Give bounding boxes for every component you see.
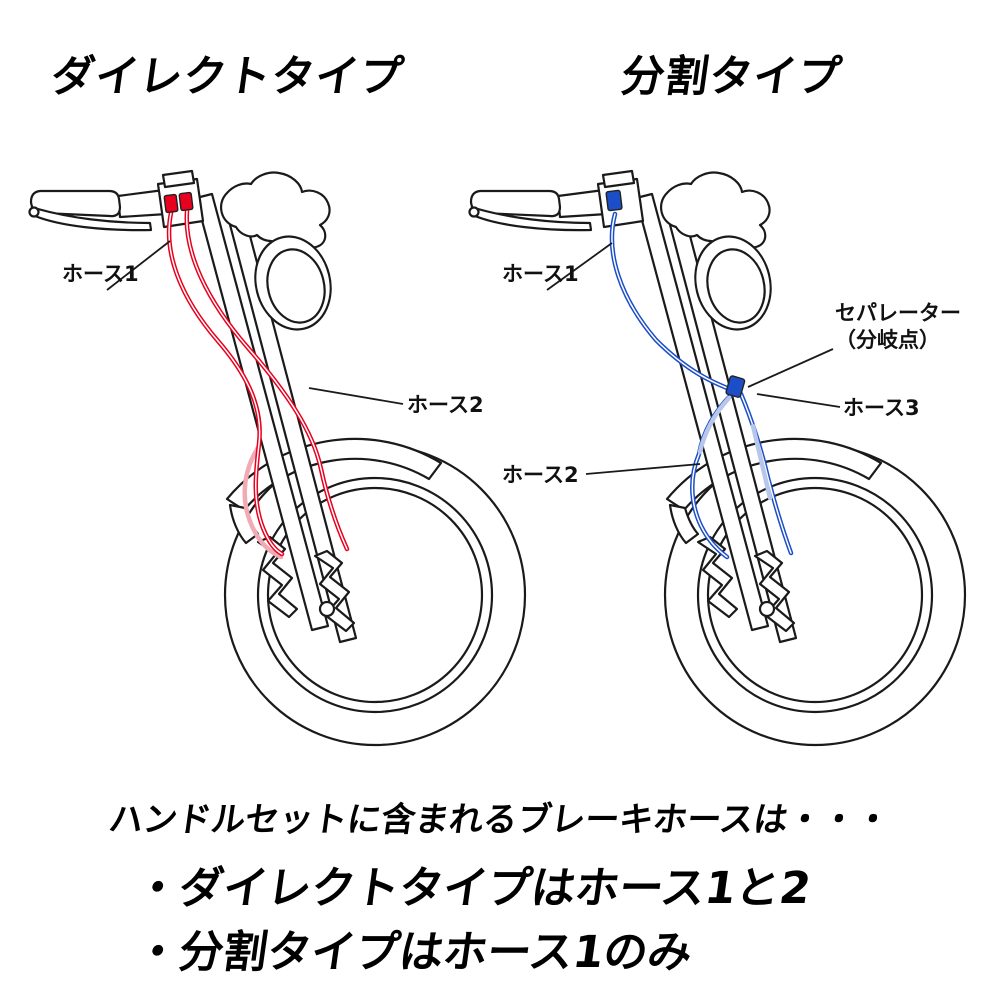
direct-hose-behind-fork-segment [242,443,284,560]
label-separator-sub: （分岐点） [835,328,940,352]
footer-intro: ハンドルセットに含まれるブレーキホースは・・・ [106,800,893,840]
leader-split-hose3 [756,393,841,408]
split-hose1-core [611,213,733,391]
separator-block [725,375,746,398]
direct-banjo-fitting-1 [163,193,179,214]
split-hose3-behind-fork-segment [750,423,773,501]
label-direct-hose1: ホース1 [62,262,139,286]
split-banjo-fitting [605,189,623,212]
leader-direct-hose1 [106,240,171,291]
bike-line-art-direct [28,169,527,747]
labels-split: ホース1 セパレーター （分岐点） ホース3 ホース2 [502,242,961,487]
footer-bullet-split: ・分割タイプはホース1のみ [131,927,696,978]
label-separator-title: セパレーター [835,301,961,325]
leader-split-hose2 [585,463,701,475]
label-direct-hose2: ホース2 [407,393,484,417]
direct-banjo-fitting-2 [178,191,194,212]
labels-direct: ホース1 ホース2 [62,240,484,417]
hoses-split [605,189,794,560]
footer-bullet-direct: ・ダイレクトタイプはホース1と2 [131,863,814,914]
hoses-direct [163,191,350,560]
label-split-hose3: ホース3 [843,396,920,420]
direct-hose1-core [168,212,283,555]
label-split-hose1: ホース1 [502,262,579,286]
leader-split-hose1 [546,242,613,291]
leader-separator [747,348,834,388]
split-hose3-core [740,393,792,554]
direct-hose2-core [186,210,348,550]
label-split-hose2: ホース2 [502,463,579,487]
leader-direct-hose2 [308,387,404,405]
bike-line-art-split [468,169,967,747]
split-hose2-behind-fork-segment [697,395,732,455]
